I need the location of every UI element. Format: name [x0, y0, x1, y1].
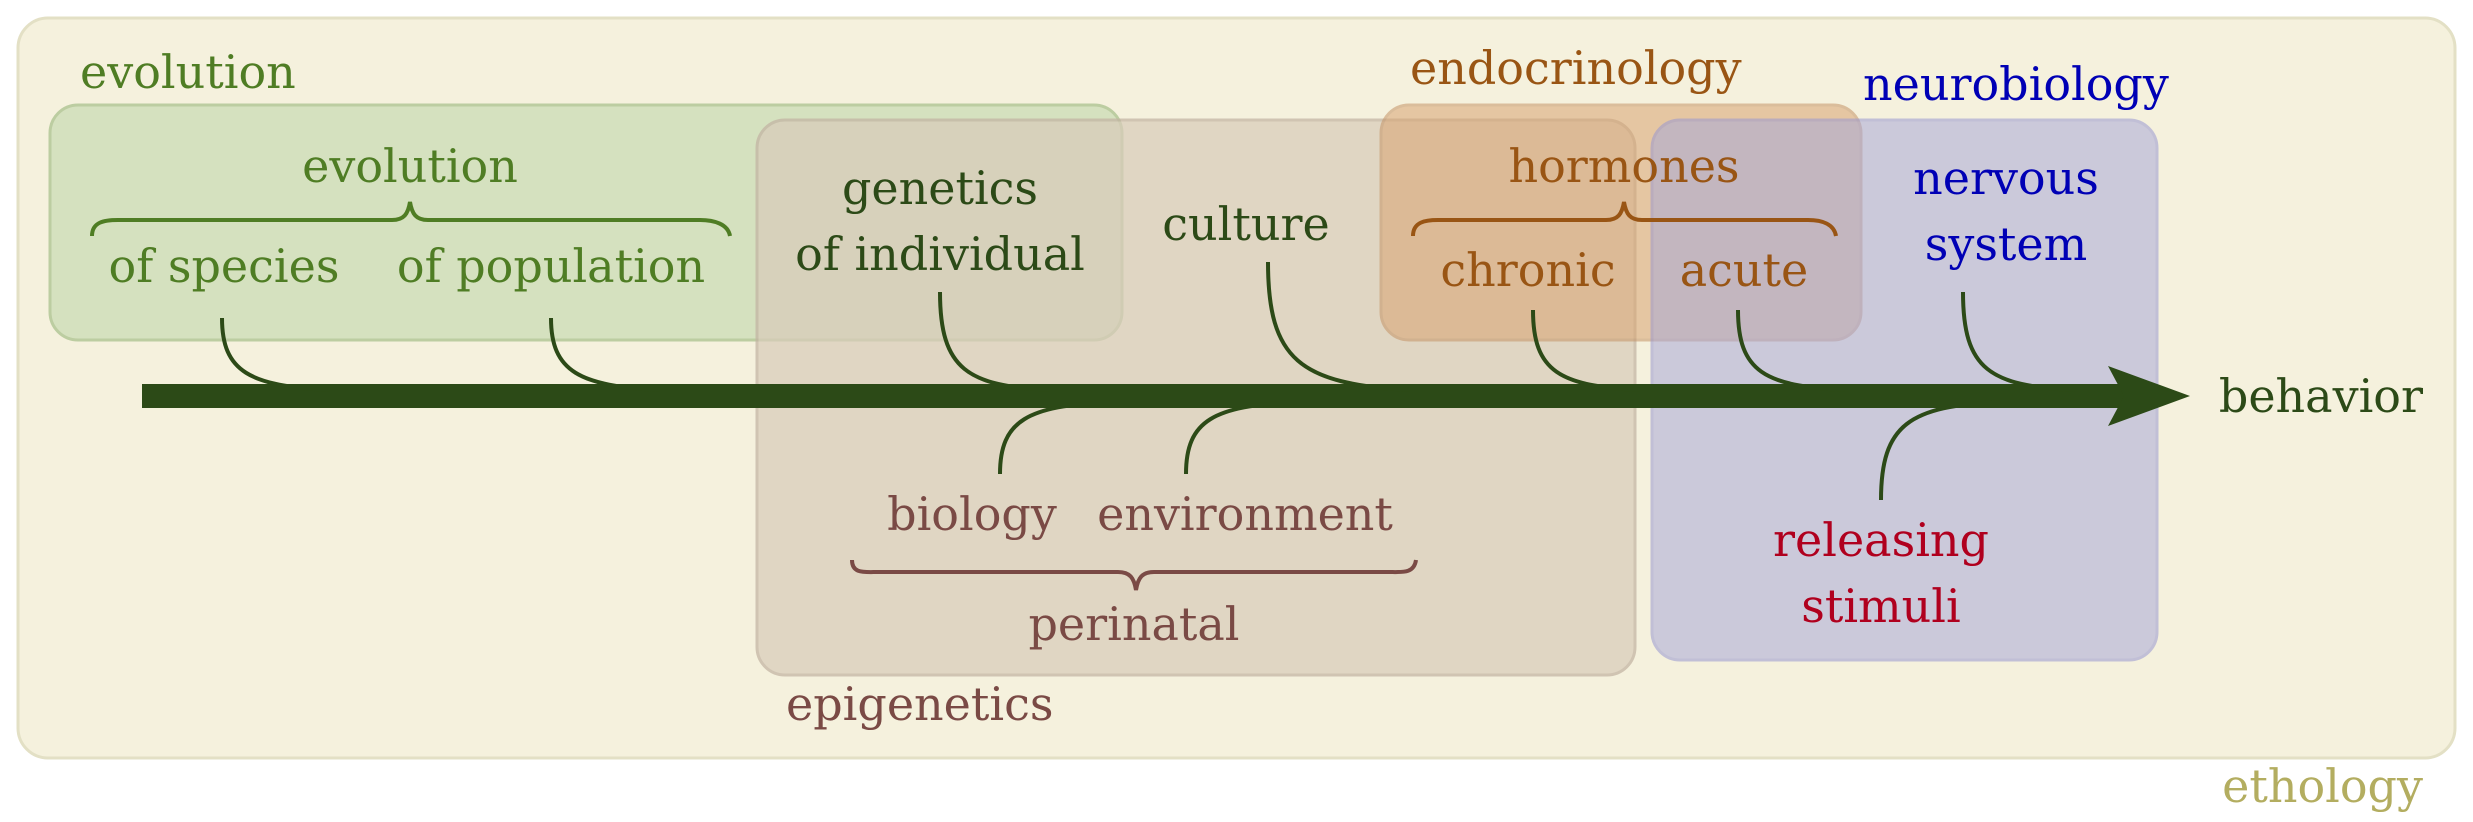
connector-nervous	[1961, 291, 2076, 392]
acute-label: acute	[1680, 243, 1809, 297]
connector-environment	[1184, 400, 1297, 475]
culture-label: culture	[1162, 197, 1329, 251]
feeder-connectors	[220, 261, 2076, 501]
hormones-label: hormones	[1508, 139, 1739, 193]
connector-acute	[1736, 309, 1846, 392]
hormones-brace	[1411, 201, 1838, 237]
connector-culture	[1266, 261, 1411, 392]
connector-of-population	[549, 317, 661, 392]
genetics-label-line2: of individual	[795, 227, 1085, 281]
releasing-stimuli-label-line1: releasing	[1773, 513, 1989, 567]
evolution-region-label: evolution	[80, 45, 296, 99]
genetics-label-line1: genetics	[842, 161, 1038, 215]
evolution-brace	[90, 201, 732, 237]
perinatal-label: perinatal	[1028, 597, 1239, 651]
connector-biology	[998, 400, 1111, 475]
connector-of-species	[220, 317, 331, 392]
releasing-stimuli-label-line2: stimuli	[1801, 579, 1960, 633]
connector-releasing-stimuli	[1879, 400, 2001, 501]
endocrinology-label: endocrinology	[1410, 41, 1742, 95]
nervous-system-label-line2: system	[1925, 217, 2088, 271]
chronic-label: chronic	[1440, 243, 1615, 297]
ethology-label: ethology	[2222, 759, 2423, 813]
epigenetics-label: epigenetics	[786, 677, 1053, 731]
perinatal-brace	[850, 559, 1418, 591]
of-population-label: of population	[397, 239, 705, 293]
connector-genetics	[938, 291, 1051, 392]
environment-label: environment	[1097, 487, 1393, 541]
neurobiology-label: neurobiology	[1863, 57, 2169, 111]
evolution-brace-label: evolution	[302, 139, 518, 193]
connector-chronic	[1531, 309, 1641, 392]
behavior-label: behavior	[2219, 369, 2423, 423]
biology-label: biology	[887, 487, 1057, 541]
nervous-system-label-line1: nervous	[1913, 151, 2099, 205]
of-species-label: of species	[109, 239, 340, 293]
behavior-arrowhead	[2108, 366, 2190, 426]
